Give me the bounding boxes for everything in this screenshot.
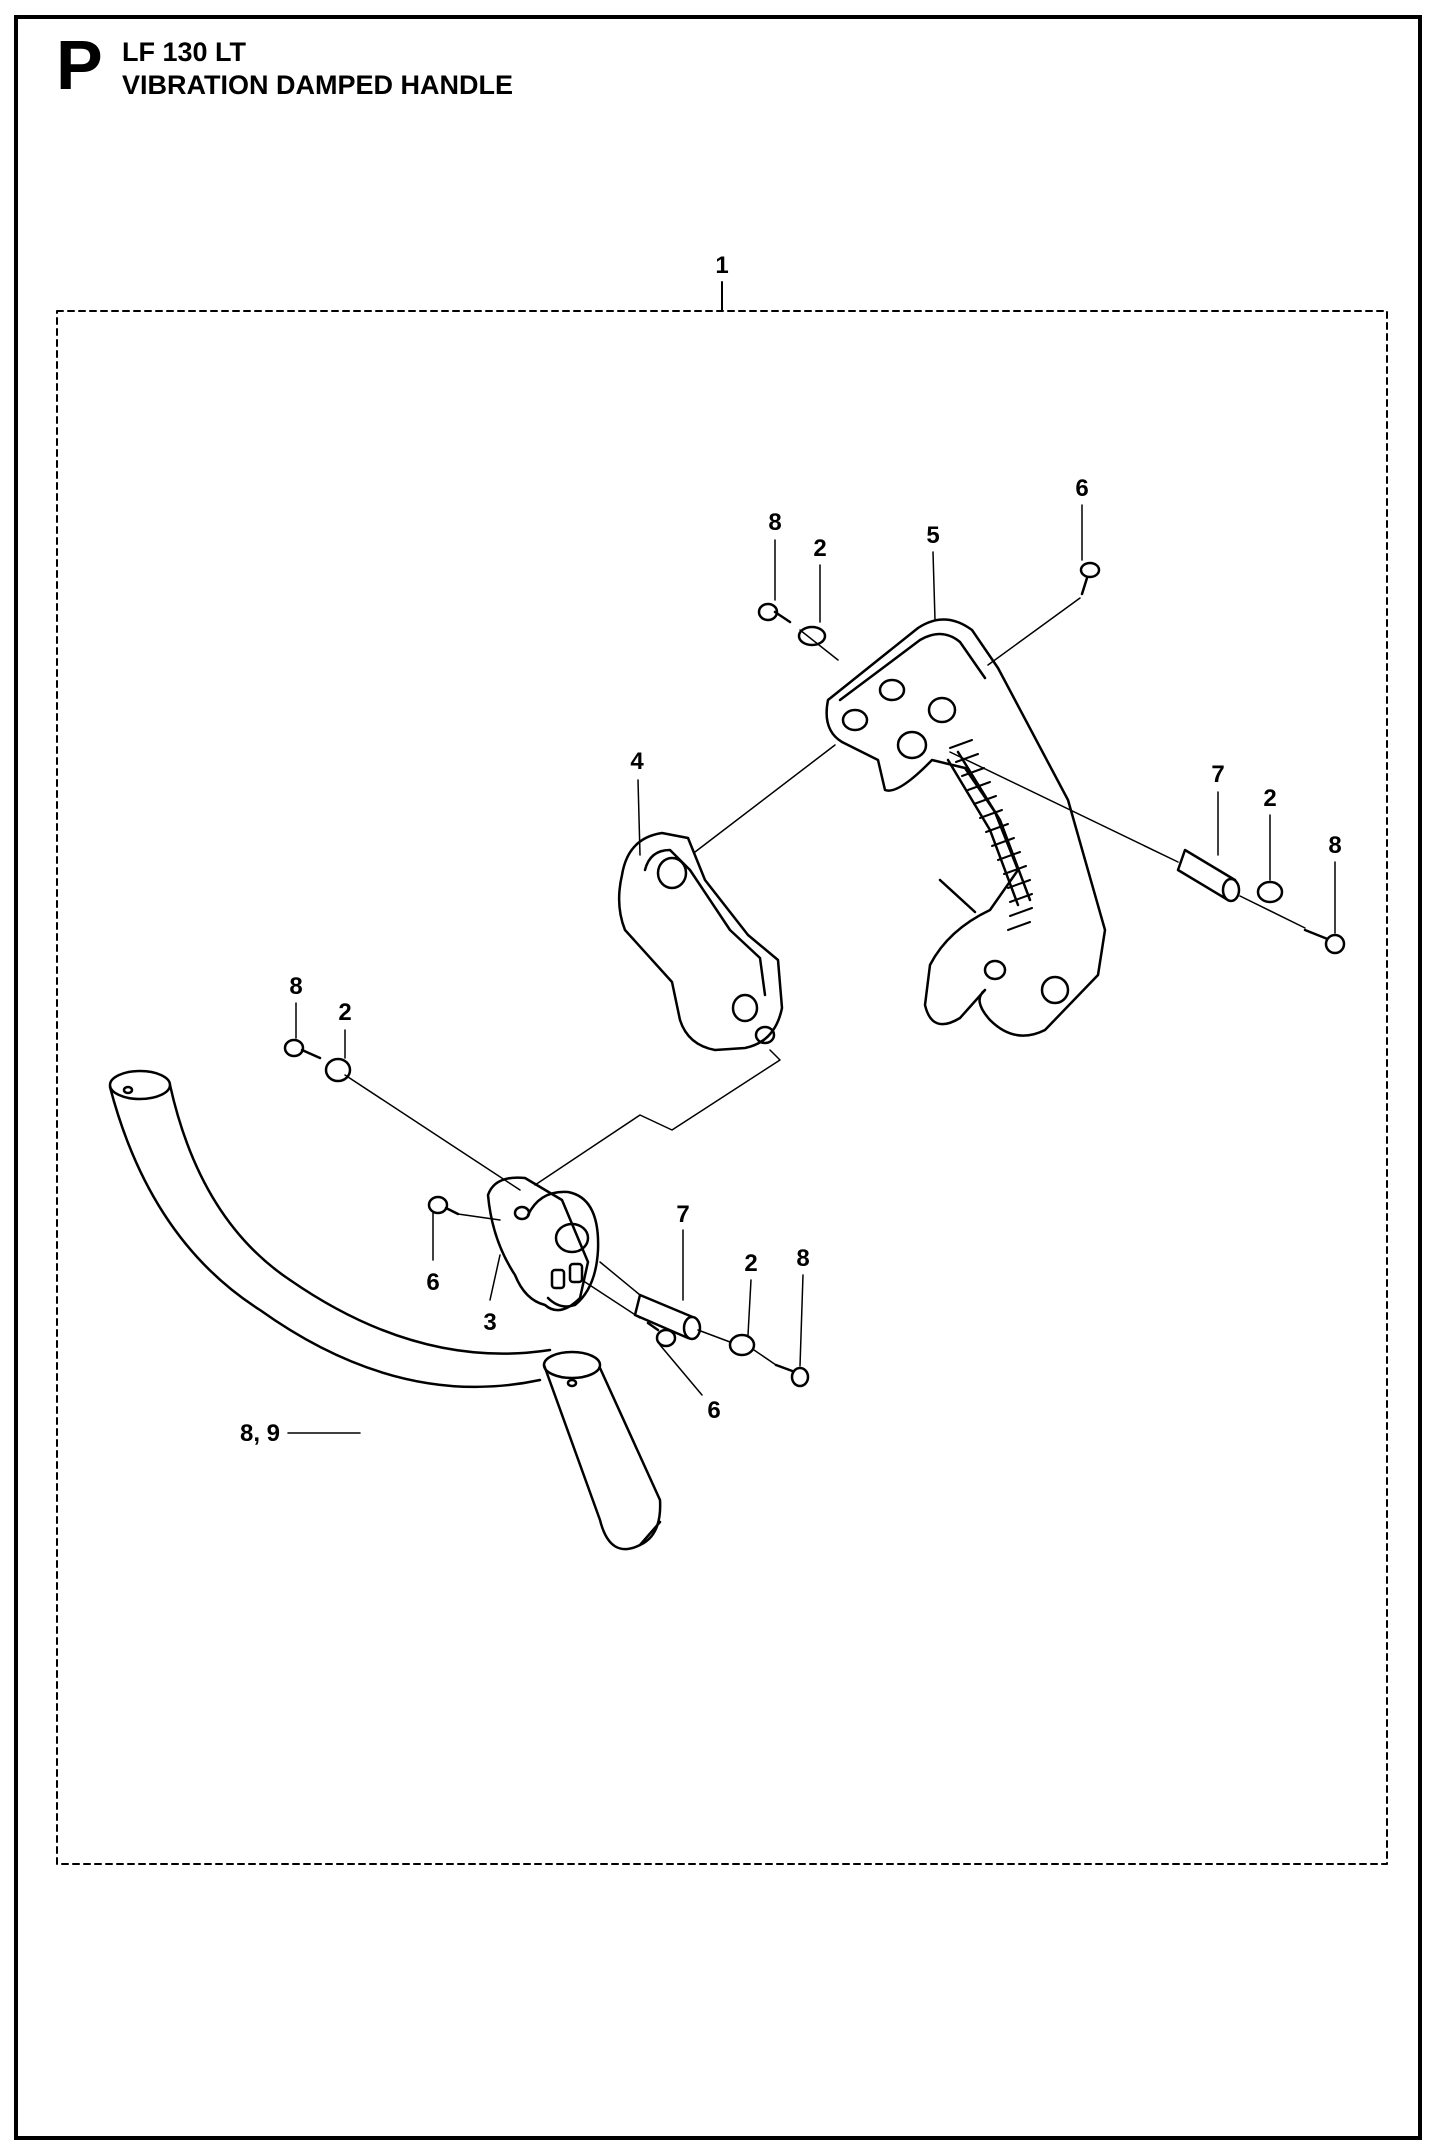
damper-plate-part-4 xyxy=(617,831,784,1052)
assembly-guide-lines xyxy=(344,597,1306,1366)
callout-4: 4 xyxy=(630,748,644,775)
washer-part-2-top xyxy=(797,625,827,647)
callout-assembly-1: 1 xyxy=(715,252,728,279)
callout-2-right: 2 xyxy=(1263,785,1276,812)
callout-8-top: 8 xyxy=(768,509,781,536)
screw-part-8-right xyxy=(1303,928,1346,955)
callout-6-bottom: 6 xyxy=(707,1397,720,1424)
callout-8-right: 8 xyxy=(1328,832,1341,859)
callout-6-top: 6 xyxy=(1075,475,1088,502)
page-title: VIBRATION DAMPED HANDLE xyxy=(122,70,513,100)
callout-leaders xyxy=(287,504,1336,1434)
screw-part-6-left xyxy=(427,1195,460,1216)
screw-part-8-top xyxy=(757,602,792,624)
callout-3: 3 xyxy=(483,1309,496,1336)
handle-clamp-part-3 xyxy=(486,1176,600,1312)
grip-ribs xyxy=(949,739,1033,931)
callout-5: 5 xyxy=(926,522,939,549)
screw-part-6-bottom xyxy=(646,1321,677,1348)
callout-2-top: 2 xyxy=(813,535,826,562)
washer-part-2-left xyxy=(324,1057,352,1083)
callout-7-upper: 7 xyxy=(1211,761,1224,788)
screw-part-8-left xyxy=(283,1038,322,1060)
model-name: LF 130 LT xyxy=(122,37,247,67)
callout-6-left: 6 xyxy=(426,1269,439,1296)
callout-8-9: 8, 9 xyxy=(240,1420,280,1447)
washer-part-2-right xyxy=(1256,880,1284,904)
screw-part-6-top xyxy=(1079,561,1101,596)
washer-part-2-bottom xyxy=(728,1333,756,1357)
spacer-part-7-lower xyxy=(633,1293,702,1341)
callout-8-left: 8 xyxy=(289,973,302,1000)
assembly-boundary xyxy=(56,310,1388,1865)
section-letter: P xyxy=(56,26,103,104)
handle-bracket-part-5 xyxy=(825,618,1107,1037)
page-border xyxy=(14,15,1422,2140)
handle-tube-part-8-9 xyxy=(108,1069,662,1551)
callout-7-lower: 7 xyxy=(676,1201,689,1228)
callout-2-left: 2 xyxy=(338,999,351,1026)
callout-2-bottom: 2 xyxy=(744,1250,757,1277)
screw-part-8-bottom xyxy=(774,1363,810,1388)
callout-8-bottom: 8 xyxy=(796,1245,809,1272)
spacer-part-7-upper xyxy=(1176,848,1241,903)
